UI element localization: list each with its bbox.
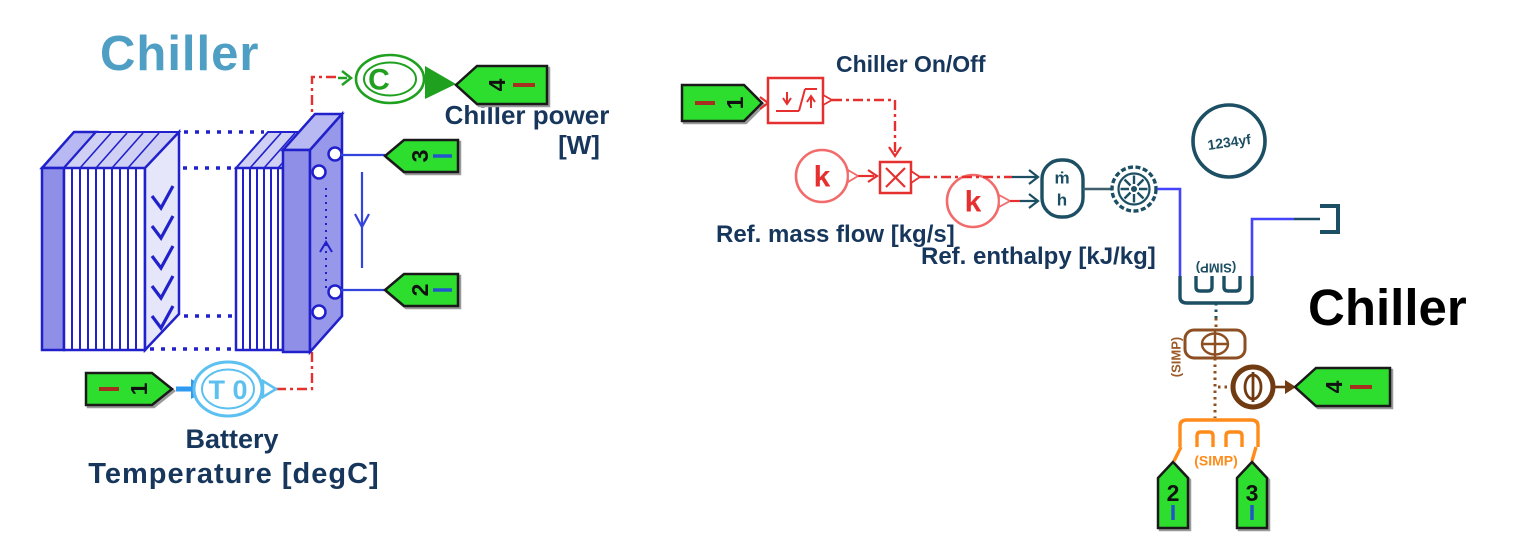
port-tag-right-1[interactable]: 1 — [680, 83, 764, 123]
temp-sensor-block[interactable]: T 0 — [176, 360, 279, 418]
right-title: Chiller — [1308, 279, 1467, 336]
gain-label: k — [814, 161, 831, 194]
output-pin — [910, 169, 922, 185]
hx-right-end-plate — [280, 110, 345, 356]
port-tag-right-4[interactable]: 4 — [1293, 366, 1392, 408]
comb-icon — [1172, 418, 1260, 462]
output-pin — [847, 168, 860, 184]
wire-temp-signal[interactable] — [276, 330, 314, 391]
temp-sensor-label: T 0 — [208, 375, 247, 405]
chiller-onoff-label: Chiller On/Off — [836, 51, 986, 77]
output-pin — [822, 93, 834, 107]
multiply-block[interactable] — [878, 160, 922, 195]
hx-left-plate-stack — [61, 128, 182, 354]
refrigerant-badge[interactable]: 1234yf — [1191, 103, 1267, 179]
flow-direction-arrow — [354, 172, 370, 268]
temp-sensor-output-pin — [261, 378, 279, 400]
flow-enthalpy-source-block[interactable]: ṁ h — [1040, 158, 1085, 219]
power-sensor-label: C — [368, 64, 390, 97]
multiply-icon — [885, 167, 906, 188]
fan-icon — [1117, 172, 1151, 206]
port-tag-left-1[interactable]: 1 — [84, 371, 175, 407]
port-number: 2 — [407, 284, 433, 297]
simp-bottom-label: (SIMP) — [1194, 452, 1238, 468]
port-tag-left-3[interactable]: 3 — [383, 138, 460, 174]
tag-connectors — [1172, 446, 1258, 462]
battery-temp-label-line1: Battery — [185, 424, 279, 454]
wire-refrigerant-right[interactable] — [1250, 217, 1294, 276]
port-number: 2 — [1167, 480, 1180, 506]
hysteresis-block[interactable] — [766, 76, 834, 125]
mdot-label: ṁ — [1054, 169, 1069, 188]
hx-port-hole — [327, 284, 343, 300]
ref-mass-flow-label: Ref. mass flow [kg/s] — [716, 221, 955, 248]
valve-icon — [1200, 331, 1230, 357]
hysteresis-icon — [776, 88, 817, 112]
gain-label: k — [965, 186, 982, 219]
wire-onoff-signal[interactable] — [832, 98, 897, 154]
refrigerant-label: 1234yf — [1206, 131, 1252, 153]
port-tag-left-4[interactable]: 4 — [454, 64, 549, 106]
signal-arrowhead — [1028, 169, 1040, 185]
power-sensor-block[interactable]: C — [338, 53, 456, 105]
port-number: 1 — [126, 382, 152, 395]
pressure-sensor-block[interactable] — [1230, 364, 1296, 410]
hx-port-hole — [327, 146, 343, 162]
port-tag-right-2[interactable]: 2 — [1156, 460, 1190, 530]
gain-block-1[interactable]: k — [794, 148, 860, 204]
simp-top-label: (SIMP) — [1196, 261, 1236, 276]
ref-enthalpy-label: Ref. enthalpy [kJ/kg] — [921, 243, 1156, 270]
phi-icon — [1243, 372, 1263, 402]
hx-port-hole — [311, 164, 327, 180]
hx-face-chevron — [319, 240, 333, 253]
wire-refrigerant-left[interactable] — [1157, 187, 1182, 276]
simp-hx-bottom-block[interactable]: (SIMP) — [1172, 418, 1260, 468]
chiller-power-label-line2: [W] — [558, 130, 600, 160]
sensor-output-arrow — [1285, 380, 1296, 394]
port-tag-left-2[interactable]: 2 — [383, 272, 460, 308]
heat-exchanger-block[interactable] — [39, 110, 345, 356]
power-sensor-output-arrow — [425, 66, 456, 99]
fan-block[interactable] — [1110, 165, 1158, 213]
signal-arrowhead — [867, 169, 879, 183]
gain-block-2[interactable]: k — [945, 173, 1012, 229]
fan-hub — [1131, 186, 1137, 192]
simp-middle-label: (SIMP) — [1169, 337, 1184, 377]
terminator-cap[interactable] — [1320, 204, 1340, 234]
port-number: 3 — [407, 150, 433, 163]
hx-port-hole — [311, 304, 327, 320]
simp-hx-top-block[interactable]: (SIMP) — [1178, 261, 1254, 305]
signal-arrowhead — [1028, 193, 1040, 209]
port-number: 4 — [1321, 380, 1347, 393]
hx-chevrons — [150, 185, 175, 331]
comb-icon — [1178, 276, 1254, 305]
port-number: 3 — [1246, 480, 1259, 506]
signal-arrowhead — [888, 146, 902, 158]
battery-temp-label-line2: Temperature [degC] — [88, 458, 380, 490]
fan-spokes — [1120, 175, 1148, 203]
expansion-valve-block[interactable]: (SIMP) — [1169, 328, 1247, 377]
h-label: h — [1057, 191, 1067, 210]
left-title: Chiller — [100, 27, 260, 81]
port-tag-right-3[interactable]: 3 — [1235, 460, 1269, 530]
port-number: 1 — [722, 96, 748, 109]
power-sensor-input-arrowhead — [341, 70, 354, 86]
port-number: 4 — [484, 78, 510, 91]
output-pin — [998, 193, 1012, 209]
